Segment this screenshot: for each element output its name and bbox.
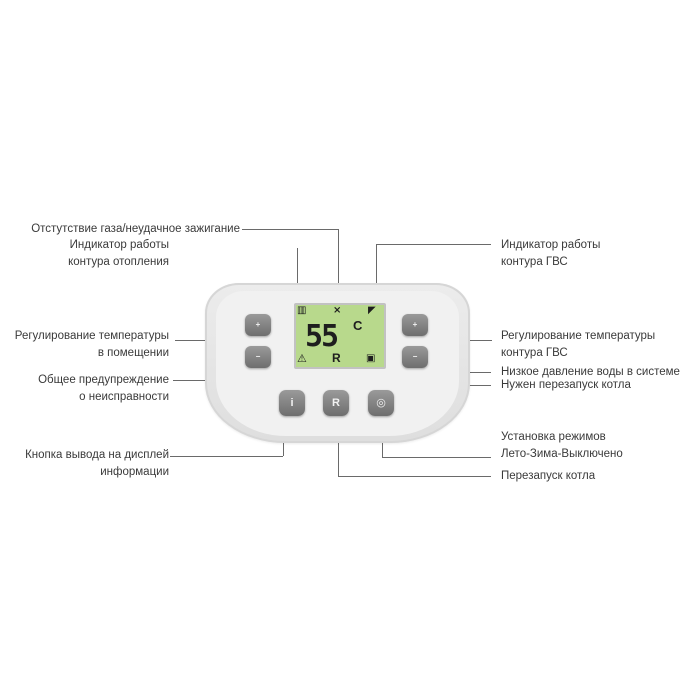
leader-dhw-v [376, 244, 377, 304]
leader-no-gas-v [338, 229, 339, 306]
label-info-button: Кнопка вывода на дисплей информации [25, 447, 169, 481]
leader-mode-h [382, 457, 491, 458]
reset-button[interactable]: R [323, 390, 349, 416]
label-dhw-indicator-line1: Индикатор работы [501, 239, 601, 251]
leader-room-temp [175, 340, 208, 341]
label-heating-indicator-line2: контура отопления [68, 256, 169, 268]
label-general-warning-line1: Общее предупреждение [38, 374, 169, 386]
leader-no-gas [242, 229, 339, 230]
leader-restart-h [338, 476, 491, 477]
label-dhw-temp: Регулирование температуры контура ГВС [501, 328, 655, 362]
info-button[interactable]: i [279, 390, 305, 416]
label-mode-setting-line1: Установка режимов [501, 431, 606, 443]
label-heating-indicator: Индикатор работы контура отопления [68, 237, 169, 271]
label-info-button-line2: информации [100, 466, 169, 478]
label-dhw-temp-line1: Регулирование температуры [501, 330, 656, 342]
leader-dhw-temp [462, 340, 492, 341]
label-heating-indicator-line1: Индикатор работы [69, 239, 169, 251]
leader-info-h [170, 456, 283, 457]
label-mode-setting-line2: Лето-Зима-Выключено [501, 448, 623, 460]
label-low-pressure: Низкое давление воды в системе [501, 366, 680, 378]
warning-icon: ⚠ [297, 353, 307, 365]
radiator-icon: ▥ [297, 305, 307, 316]
label-room-temp-line1: Регулирование температуры [14, 330, 169, 342]
heating-temp-down-button[interactable]: − [245, 346, 271, 368]
label-general-warning-line2: о неисправности [79, 391, 169, 403]
label-restart-needed: Нужен перезапуск котла [501, 379, 631, 391]
label-mode-setting: Установка режимов Лето-Зима-Выключено [501, 429, 623, 463]
pressure-icon: ▣ [366, 353, 376, 364]
temperature-readout: 55 [305, 319, 339, 354]
label-dhw-indicator-line2: контура ГВС [501, 256, 568, 268]
leader-heating-v [297, 248, 298, 300]
label-general-warning: Общее предупреждение о неисправности [38, 372, 169, 406]
dhw-temp-down-button[interactable]: − [402, 346, 428, 368]
label-room-temp-line2: в помещении [97, 347, 169, 359]
tap-icon: ◤ [368, 305, 376, 316]
temperature-unit: C [353, 318, 363, 333]
leader-dhw-h [376, 244, 491, 245]
heating-temp-up-button[interactable]: + [245, 314, 271, 336]
label-no-gas: Отстутствие газа/неудачное зажигание [31, 223, 240, 235]
label-dhw-indicator: Индикатор работы контура ГВС [501, 237, 600, 271]
lcd-display [294, 303, 386, 369]
label-info-button-line1: Кнопка вывода на дисплей [25, 449, 169, 461]
label-boiler-restart: Перезапуск котла [501, 470, 596, 482]
leader-restart-v [338, 425, 339, 476]
reset-indicator: R [332, 351, 341, 365]
label-dhw-temp-line2: контура ГВС [501, 347, 568, 359]
flame-crossed-icon: ⨯ [333, 305, 342, 316]
mode-button[interactable]: ◎ [368, 390, 394, 416]
dhw-temp-up-button[interactable]: + [402, 314, 428, 336]
label-room-temp: Регулирование температуры в помещении [15, 328, 169, 362]
